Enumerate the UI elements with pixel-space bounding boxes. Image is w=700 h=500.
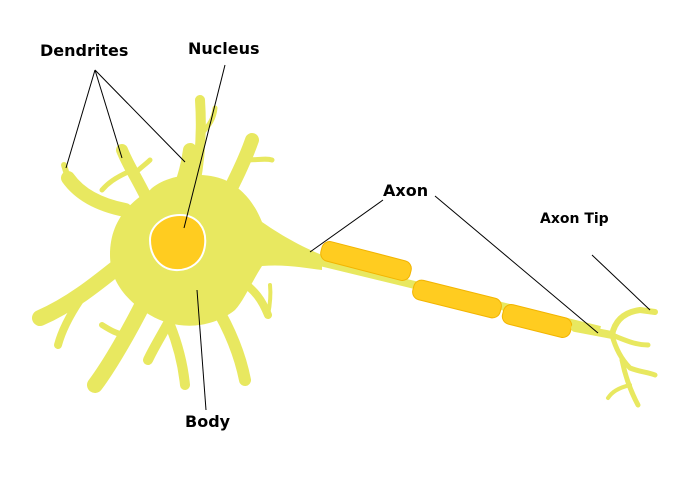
- label-dendrites: Dendrites: [40, 41, 129, 60]
- leader-body: [196, 289, 207, 411]
- axon-terminal-branch-lowest: [619, 357, 641, 408]
- dendrite-bottom-branch: [165, 320, 190, 390]
- axon-terminal-branch-lower: [609, 332, 658, 378]
- leader-nucleus: [183, 64, 226, 229]
- label-body: Body: [185, 412, 231, 431]
- leader-dendrites-1: [65, 69, 96, 169]
- axon-terminal-branch-upper: [609, 307, 658, 338]
- leader-axon-tip: [591, 254, 651, 311]
- cell-body: [110, 174, 322, 326]
- dendrite-left: [32, 257, 128, 326]
- myelin-segment-1: [320, 241, 412, 281]
- leader-dendrites-3: [94, 69, 186, 163]
- axon-terminal-branch-lowest-tip: [606, 383, 632, 400]
- leader-dendrites-2: [94, 69, 123, 159]
- myelin-sheath: [320, 241, 573, 338]
- label-nucleus: Nucleus: [188, 39, 260, 58]
- axon-terminal-branch-middle: [609, 332, 651, 348]
- nucleus: [148, 213, 207, 272]
- myelin-segment-2: [412, 279, 502, 319]
- leader-lines: [65, 64, 651, 411]
- leader-axon-2: [434, 195, 599, 334]
- myelin-segment-3: [501, 304, 573, 338]
- dendrite-right-lower-tip: [266, 283, 273, 317]
- dendrite-top-right-branch: [242, 156, 275, 163]
- dendrite-top-left-branch-a: [99, 169, 131, 193]
- label-axon-tip: Axon Tip: [540, 211, 609, 227]
- label-axon: Axon: [383, 181, 429, 200]
- dendrite-bottom-left: [87, 292, 153, 393]
- dendrite-left-branch: [54, 296, 84, 349]
- dendrite-upper-left-branch: [65, 175, 108, 208]
- dendrite-top-left-branch-b: [129, 157, 153, 179]
- leader-axon-1: [309, 199, 384, 253]
- axon-terminal: [571, 307, 658, 408]
- dendrite-bottom-left-branch: [99, 322, 131, 338]
- axon-terminal-stem: [571, 324, 616, 339]
- dendrite-top-left: [116, 144, 151, 201]
